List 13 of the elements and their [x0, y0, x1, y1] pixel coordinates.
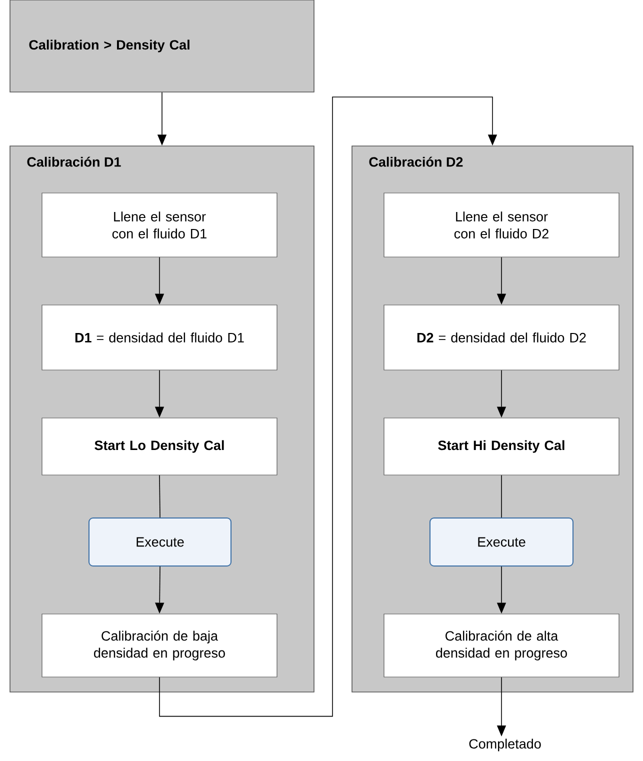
execute-button: Execute [430, 518, 574, 566]
execute-button: Execute [88, 518, 232, 566]
end-label: Completado [469, 738, 541, 752]
step-box: Start Hi Density Cal [384, 418, 620, 476]
step-box: D2 = densidad del fluido D2 [384, 304, 620, 370]
step-box: Calibración de alta densidad en progreso [384, 614, 620, 678]
menu-path-box: Calibration > Density Cal [10, 0, 314, 92]
step-box: D1 = densidad del fluido D1 [42, 304, 278, 370]
step-box: Llene el sensor con el fluido D2 [384, 192, 620, 258]
step-box: Start Lo Density Cal [42, 418, 278, 476]
step-box: Calibración de baja densidad en progreso [42, 614, 278, 678]
arrow [159, 96, 498, 717]
step-box: Llene el sensor con el fluido D1 [42, 192, 278, 258]
